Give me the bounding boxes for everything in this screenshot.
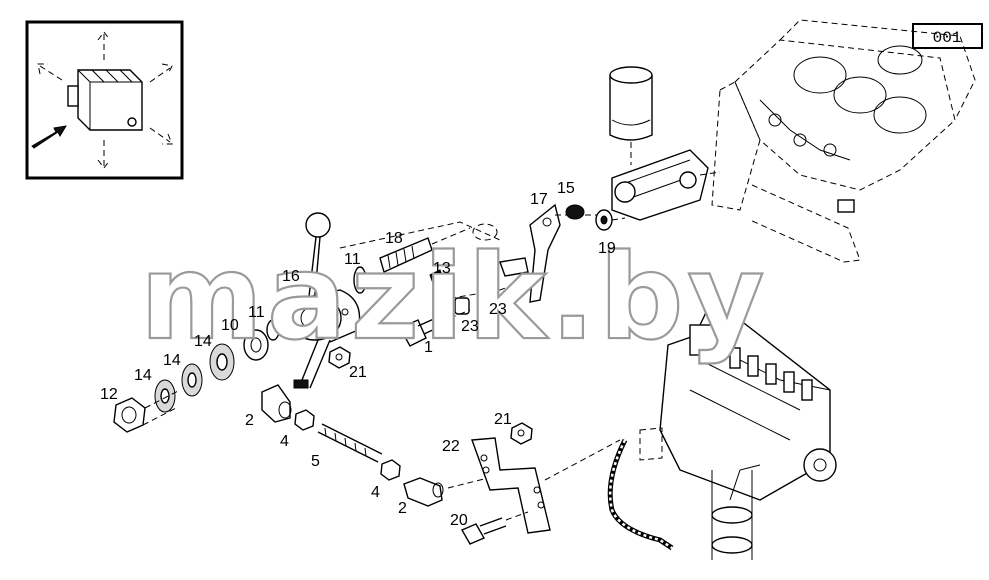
- mounting-bracket: [461, 437, 621, 545]
- callout-label: 2: [245, 412, 254, 429]
- small-parts: [339, 203, 626, 347]
- callout-label: 18: [385, 230, 403, 247]
- callout-label: 22: [442, 438, 460, 455]
- locator-inset: [25, 20, 184, 180]
- callout-label: 16: [282, 268, 300, 285]
- page-code: 001: [933, 29, 962, 47]
- callout-label: 23: [461, 318, 479, 335]
- injection-pump: [607, 298, 837, 560]
- watermark: mazik.by: [140, 228, 768, 366]
- callout-label: 14: [134, 367, 152, 384]
- callout-label: 14: [194, 333, 212, 350]
- callout-label: 11: [248, 304, 265, 321]
- callout-label: 21: [494, 411, 512, 428]
- fuel-filter: [609, 66, 721, 221]
- callout-labels: 1 2 2 4 4 5 10 11 11 12 13 14 14 14 15 1…: [100, 180, 616, 529]
- engine-block: [711, 19, 976, 263]
- callout-label: 10: [221, 317, 239, 334]
- page-code-box: 001: [912, 23, 983, 49]
- callout-label: 2: [398, 500, 407, 517]
- callout-label: 4: [280, 433, 289, 450]
- callout-label: 13: [433, 260, 451, 277]
- shaft-stack: [113, 266, 367, 433]
- callout-label: 15: [557, 180, 575, 197]
- callout-label: 17: [530, 191, 548, 208]
- callout-label: 23: [489, 301, 507, 318]
- callout-label: 21: [349, 364, 367, 381]
- callout-label: 12: [100, 386, 118, 403]
- callout-label: 11: [344, 251, 361, 268]
- callout-label: 14: [163, 352, 181, 369]
- callout-label: 5: [311, 453, 320, 470]
- throttle-lever: [288, 212, 361, 389]
- linkage-rod: [261, 384, 521, 507]
- callout-label: 20: [450, 512, 468, 529]
- callout-label: 19: [598, 240, 616, 257]
- callout-label: 1: [424, 339, 433, 356]
- shaft-18: [379, 227, 471, 273]
- nuts-21: [328, 346, 533, 445]
- callout-label: 4: [371, 484, 380, 501]
